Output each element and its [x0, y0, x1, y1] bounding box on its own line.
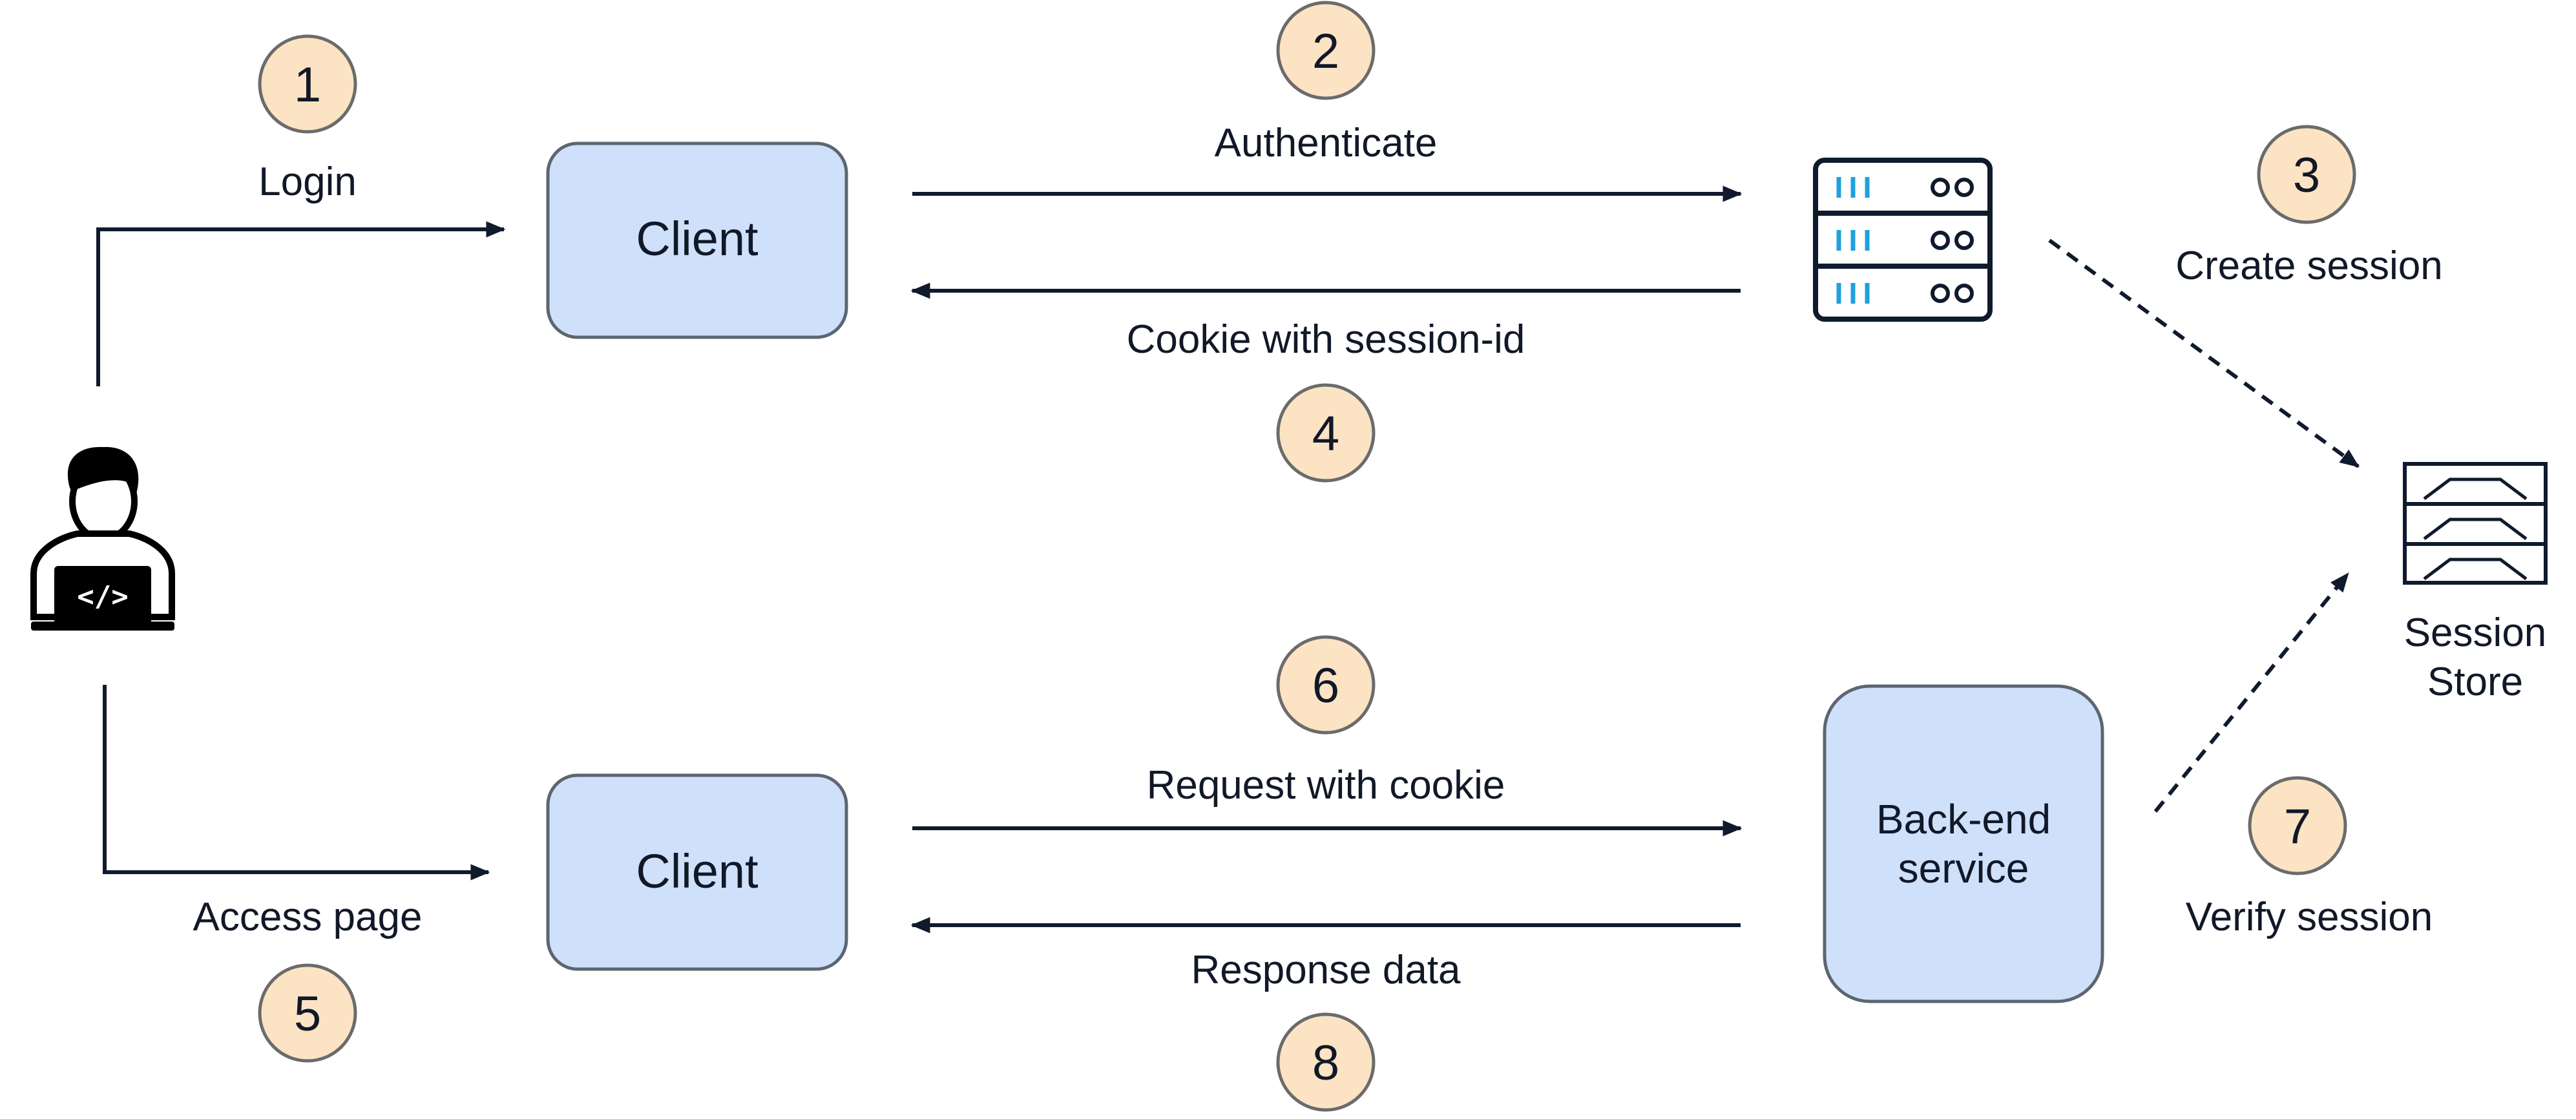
step-6-marker: 6 [1276, 635, 1376, 735]
step-6-label: Request with cookie [1147, 763, 1505, 808]
svg-text:</>: </> [77, 580, 128, 613]
step-2-number: 2 [1312, 24, 1339, 79]
session-store-label-line2: Store [2427, 660, 2523, 704]
step-1-label: Login [258, 160, 357, 204]
client-node-bottom: Client [546, 773, 848, 971]
step-3-marker: 3 [2257, 125, 2356, 224]
developer-with-laptop-icon: </> [30, 446, 175, 631]
step-3-number: 3 [2293, 148, 2320, 203]
verify-session-arrow [2153, 572, 2350, 813]
step-2-label: Authenticate [1215, 121, 1438, 165]
server-rack-icon [1813, 158, 1993, 322]
step-5-number: 5 [294, 987, 321, 1041]
step-5-label: Access page [193, 895, 423, 939]
step-8-number: 8 [1312, 1036, 1339, 1091]
step-2-marker: 2 [1276, 1, 1376, 100]
step-4-marker: 4 [1276, 383, 1376, 483]
client-label: Client [636, 844, 759, 898]
step-4-number: 4 [1312, 406, 1339, 461]
client-label: Client [636, 212, 759, 266]
access-page-connector [103, 685, 490, 881]
client-node-top: Client [546, 141, 848, 339]
session-store-icon [2403, 462, 2548, 585]
step-4-label: Cookie with session-id [1127, 317, 1525, 362]
step-1-number: 1 [294, 58, 321, 112]
create-session-arrow [2048, 238, 2360, 468]
step-7-number: 7 [2284, 799, 2311, 854]
session-store-label-line1: Session [2404, 611, 2547, 655]
backend-label-line2: service [1898, 845, 2029, 892]
step-6-number: 6 [1312, 658, 1339, 713]
step-8-label: Response data [1191, 948, 1461, 992]
login-connector [96, 221, 506, 386]
step-7-marker: 7 [2248, 776, 2347, 875]
step-7-label: Verify session [2186, 895, 2433, 939]
step-3-label: Create session [2175, 244, 2443, 288]
backend-service-node: Back-end service [1823, 684, 2104, 1003]
backend-label-line1: Back-end [1876, 796, 2051, 842]
step-5-marker: 5 [258, 963, 357, 1063]
step-8-marker: 8 [1276, 1012, 1376, 1112]
step-1-marker: 1 [258, 34, 357, 134]
